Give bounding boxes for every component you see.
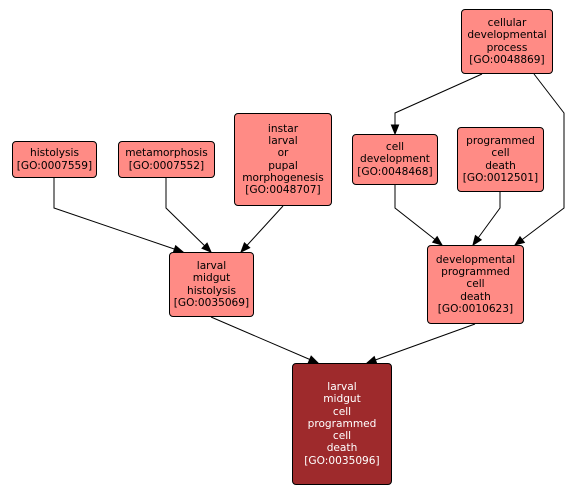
node-label-line: [GO:0048468] — [357, 165, 433, 178]
node-metamorphosis[interactable]: metamorphosis[GO:0007552] — [118, 141, 215, 178]
node-label-line: cell — [332, 405, 352, 418]
arrowhead — [472, 234, 483, 247]
node-label-line: [GO:0048707] — [245, 183, 321, 196]
node-label-line: cell — [466, 278, 485, 291]
node-label-line: [GO:0007552] — [128, 159, 205, 172]
edge-histolysis-to-larval_midgut_histolysis — [53, 178, 185, 254]
node-label-line: larval — [327, 381, 357, 394]
node-label-line: process — [486, 41, 528, 54]
node-label-line: cell — [385, 141, 405, 154]
node-label-line: [GO:0012501] — [462, 171, 539, 184]
node-histolysis[interactable]: histolysis[GO:0007559] — [12, 141, 97, 178]
node-label-line: development — [360, 153, 430, 166]
edge-larval_midgut_histolysis-to-larval_midgut_pcd — [210, 316, 320, 364]
node-label-line: midgut — [323, 393, 361, 406]
edge-metamorphosis-to-larval_midgut_histolysis — [165, 178, 212, 253]
arrowhead — [390, 124, 400, 136]
node-label-line: larval — [196, 260, 227, 273]
node-label-line: [GO:0010623] — [437, 302, 514, 315]
node-label-line: programmed — [441, 266, 510, 279]
arrowhead — [513, 235, 526, 246]
node-label-line: [GO:0048869] — [469, 53, 545, 66]
edge-cellular_dev-to-dev_pcd — [513, 73, 565, 246]
node-label-line: larval — [268, 135, 298, 148]
node-label-line: cellular — [487, 17, 527, 30]
node-label-line: developmental — [467, 29, 547, 42]
node-label-line: pupal — [268, 159, 298, 172]
node-label-line: histolysis — [186, 284, 236, 297]
node-label-line: death — [460, 290, 491, 303]
edge-cell_dev-to-dev_pcd — [394, 185, 444, 246]
node-label-line: developmental — [435, 253, 516, 266]
edge-dev_pcd-to-larval_midgut_pcd — [365, 323, 476, 364]
node-label-line: [GO:0035096] — [304, 454, 380, 467]
node-label-line: cell — [491, 147, 510, 160]
arrowhead — [240, 242, 251, 253]
arrowhead — [201, 242, 212, 253]
node-label-line: or — [277, 147, 289, 160]
edge-pcd-to-dev_pcd — [472, 192, 501, 247]
node-label-line: instar — [267, 122, 299, 135]
edge-cellular_dev-to-cell_dev — [390, 73, 483, 136]
node-label-line: [GO:0035069] — [173, 296, 250, 309]
node-label-line: metamorphosis — [125, 147, 208, 160]
node-label-line: death — [485, 159, 516, 172]
node-label-line: histolysis — [29, 147, 79, 160]
node-label-line: [GO:0007559] — [16, 159, 93, 172]
node-label-line: midgut — [192, 272, 231, 285]
arrowhead — [431, 235, 444, 246]
node-label-line: morphogenesis — [242, 171, 324, 184]
edge-instar-to-larval_midgut_histolysis — [240, 205, 284, 253]
node-label-line: programmed — [307, 417, 377, 430]
node-label-line: death — [326, 442, 358, 455]
arrowhead — [307, 355, 320, 364]
node-label-line: programmed — [466, 135, 535, 148]
node-label-line: cell — [332, 430, 352, 443]
